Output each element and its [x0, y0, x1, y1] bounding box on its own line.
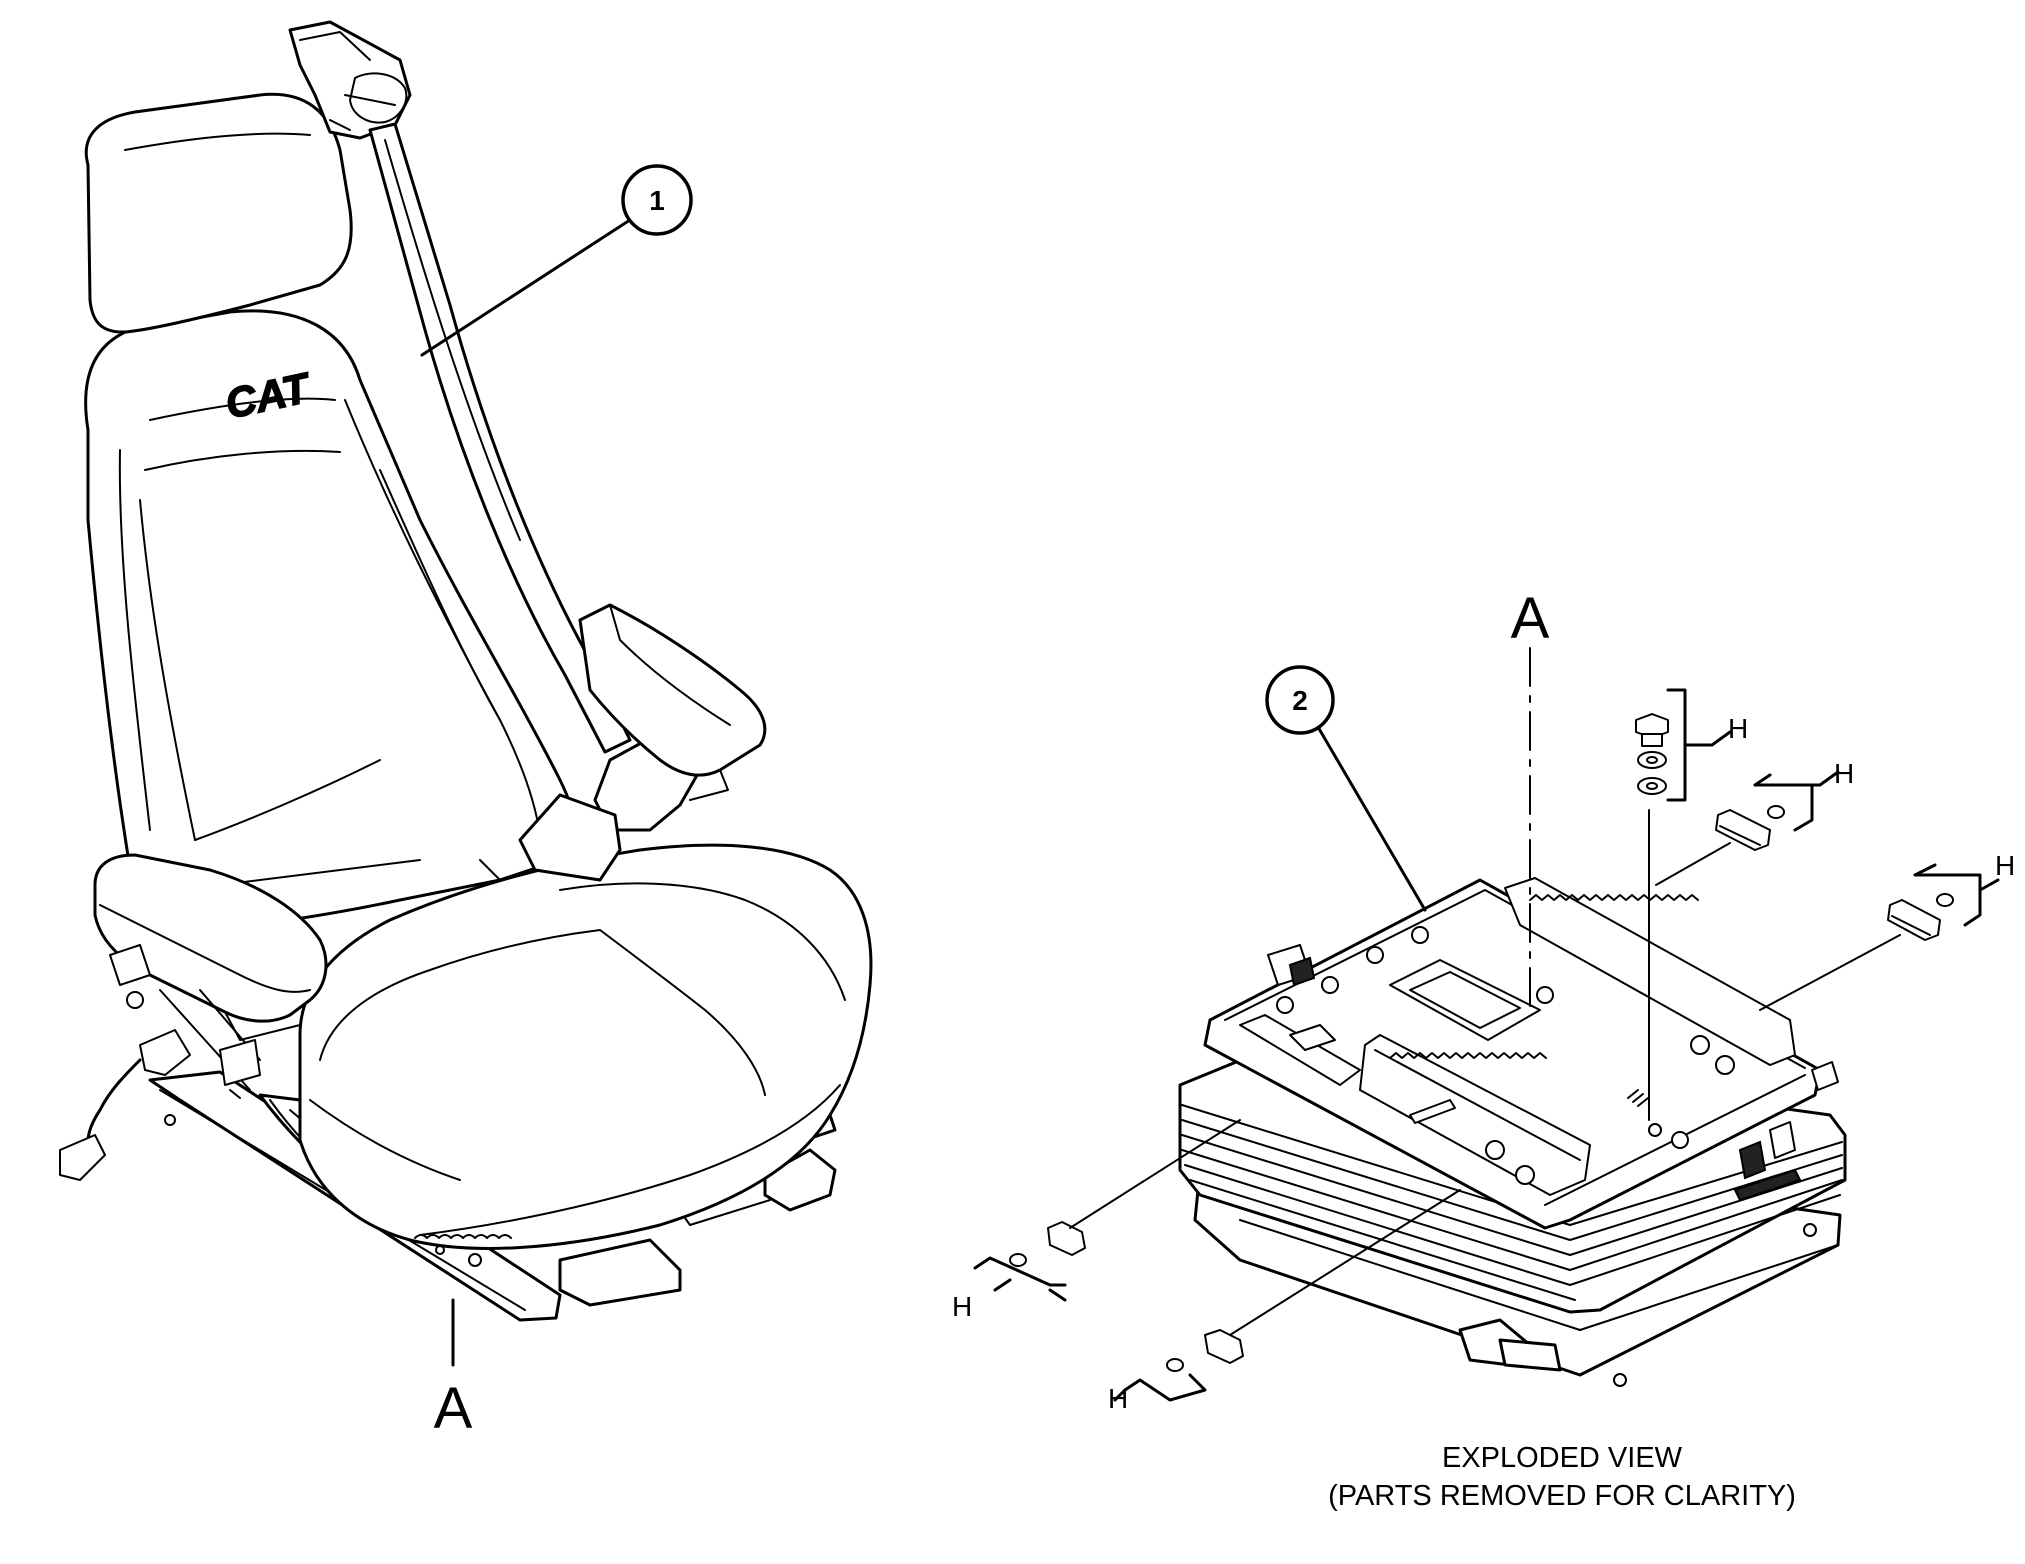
seat-backrest — [84, 309, 577, 933]
base-view-letter-a: A — [1511, 586, 1550, 651]
hardware-letter-h-4: H — [952, 1291, 972, 1322]
seat-belt-webbing — [368, 122, 632, 754]
callout-2: 2 — [1265, 665, 1335, 735]
callout-2-leader — [1316, 725, 1427, 912]
seat-headrest — [84, 92, 353, 334]
seat-belt-retractor — [288, 20, 412, 140]
caption-line-2: (PARTS REMOVED FOR CLARITY) — [1328, 1480, 1796, 1512]
caption-line-1: EXPLODED VIEW — [1442, 1442, 1683, 1474]
seat-cushion — [298, 843, 873, 1250]
slider-pad-right-upper — [1655, 770, 1840, 886]
seat-assembly: CAT — [59, 20, 873, 1367]
slider-pad-left-upper — [973, 1119, 1241, 1302]
callout-1-label: 1 — [649, 185, 665, 216]
hardware-letter-h-5: H — [1108, 1383, 1128, 1414]
callout-1: 1 — [420, 164, 693, 357]
slider-pad-left-lower — [1113, 1189, 1461, 1402]
seat-view-letter-a: A — [434, 1376, 473, 1441]
hardware-letter-h-1: H — [1728, 713, 1748, 744]
right-armrest — [578, 603, 767, 801]
callout-2-label: 2 — [1292, 685, 1308, 716]
slider-pad-right-lower — [1759, 863, 2000, 1011]
hardware-letter-h-3: H — [1995, 850, 2015, 881]
hardware-letter-h-2: H — [1834, 758, 1854, 789]
left-armrest — [93, 853, 328, 1041]
seat-base-exploded-view — [973, 647, 2000, 1402]
bolt-washer-stack — [1635, 688, 1732, 802]
seat-wiring-harness — [59, 944, 261, 1181]
